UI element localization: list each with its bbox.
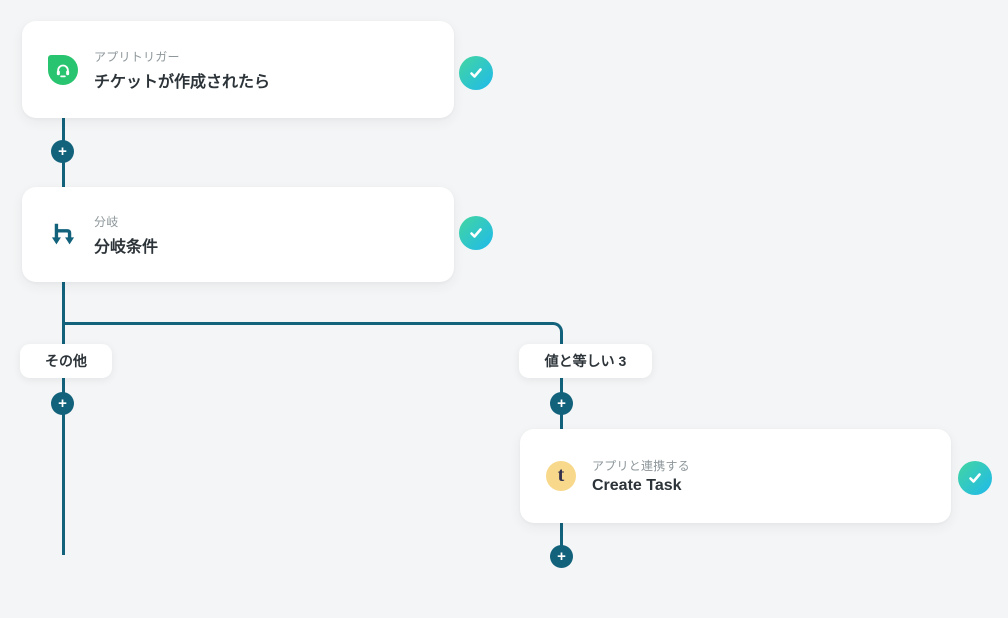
task-title: Create Task — [592, 477, 682, 494]
add-step-button-1[interactable]: + — [51, 140, 74, 163]
plus-icon: + — [557, 548, 566, 565]
t-app-icon-letter: t — [557, 464, 565, 486]
add-step-button-left-branch[interactable]: + — [51, 392, 74, 415]
task-check-badge — [958, 461, 992, 495]
branch-icon — [51, 223, 75, 244]
trigger-type-label: アプリトリガー — [94, 49, 180, 64]
t-app-icon: t — [546, 461, 576, 491]
branch-label-other-text: その他 — [45, 353, 87, 369]
add-step-button-right-branch[interactable]: + — [550, 392, 573, 415]
check-icon — [470, 228, 482, 238]
trigger-title: チケットが作成されたら — [94, 73, 271, 91]
trigger-check-badge — [459, 56, 493, 90]
branch-label-other: その他 — [20, 344, 112, 378]
task-type-label: アプリと連携する — [592, 459, 690, 473]
flow-line-branch — [62, 322, 563, 346]
headset-app-icon — [48, 54, 78, 85]
plus-icon: + — [58, 143, 67, 160]
add-step-button-after-task[interactable]: + — [550, 545, 573, 568]
node-task-card[interactable]: t アプリと連携する Create Task — [520, 429, 951, 523]
task-icon-wrap: t — [546, 461, 576, 491]
branch-title: 分岐条件 — [94, 238, 159, 256]
branch-label-equals: 値と等しい 3 — [519, 344, 652, 378]
branch-label-equals-text: 値と等しい 3 — [544, 353, 627, 369]
node-trigger-card[interactable]: アプリトリガー チケットが作成されたら — [22, 21, 454, 118]
trigger-icon-wrap — [48, 54, 78, 85]
check-icon — [969, 473, 981, 483]
node-branch-card[interactable]: 分岐 分岐条件 — [22, 187, 454, 282]
plus-icon: + — [58, 395, 67, 412]
check-icon — [470, 68, 482, 78]
plus-icon: + — [557, 395, 566, 412]
branch-check-badge — [459, 216, 493, 250]
branch-type-label: 分岐 — [94, 214, 119, 229]
branch-icon-wrap — [48, 220, 78, 250]
